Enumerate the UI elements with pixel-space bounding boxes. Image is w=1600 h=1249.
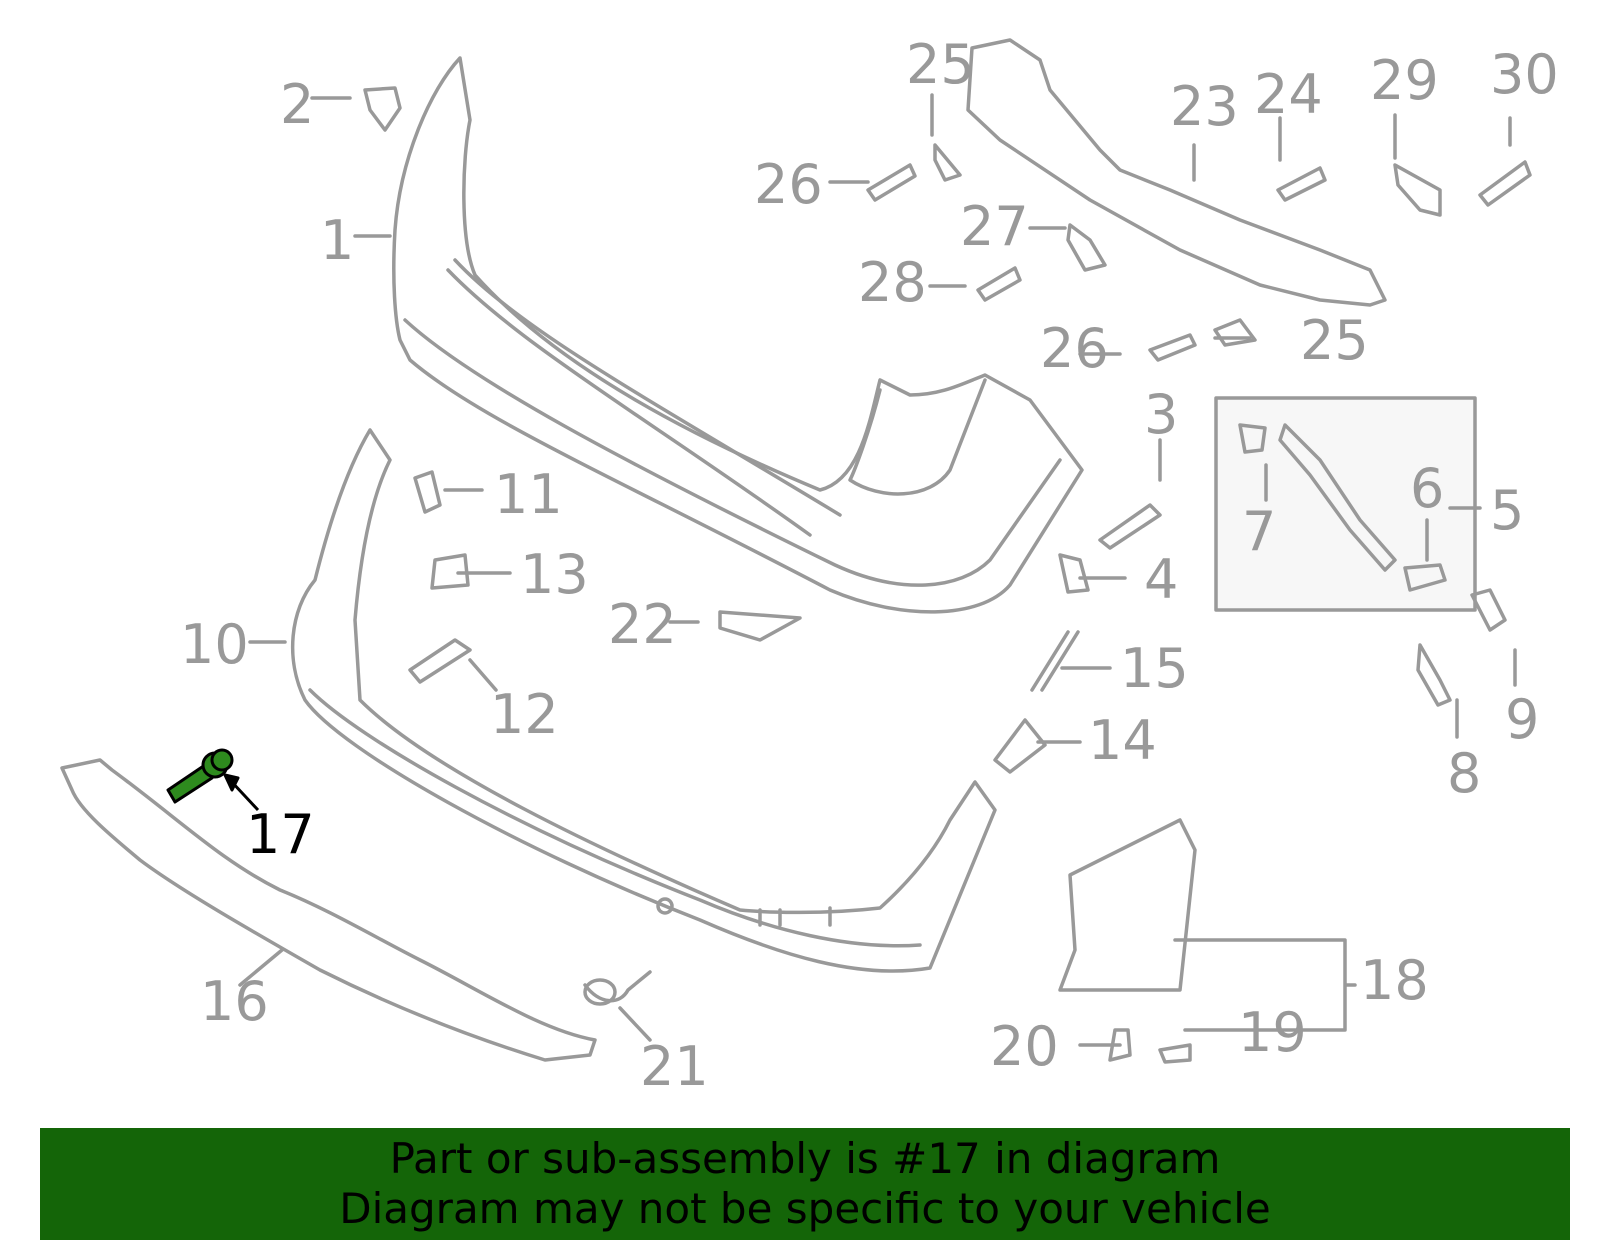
callout-label-23: 23 bbox=[1170, 75, 1239, 138]
callout-label-13: 13 bbox=[520, 543, 589, 606]
callout-label-10: 10 bbox=[180, 613, 249, 676]
callout-label-15: 15 bbox=[1120, 637, 1189, 700]
callout-label-11: 11 bbox=[494, 463, 563, 526]
callout-label-3: 3 bbox=[1144, 383, 1179, 446]
inset-box-part-5 bbox=[1214, 396, 1477, 612]
part-1-bumper-cover bbox=[392, 56, 1084, 614]
callout-label-9: 9 bbox=[1505, 688, 1540, 751]
part-10-lower-bumper bbox=[290, 428, 997, 973]
banner-line-1: Part or sub-assembly is #17 in diagram bbox=[389, 1134, 1221, 1183]
callout-label-19: 19 bbox=[1238, 1001, 1307, 1064]
callout-label-18: 18 bbox=[1360, 949, 1429, 1012]
callout-label-25: 25 bbox=[906, 33, 975, 96]
callout-label-6: 6 bbox=[1410, 457, 1445, 520]
callout-label-30: 30 bbox=[1490, 43, 1559, 106]
callout-label-20: 20 bbox=[990, 1015, 1059, 1078]
callout-label-29: 29 bbox=[1370, 49, 1439, 112]
callout-label-2: 2 bbox=[280, 73, 315, 136]
callout-label-24: 24 bbox=[1254, 63, 1323, 126]
part-16-valance bbox=[60, 758, 597, 1062]
banner-line-2: Diagram may not be specific to your vehi… bbox=[339, 1184, 1271, 1233]
callout-label-8: 8 bbox=[1447, 742, 1482, 805]
info-banner: Part or sub-assembly is #17 in diagram D… bbox=[40, 1128, 1570, 1240]
callout-label-14: 14 bbox=[1088, 709, 1157, 772]
callout-label-27: 27 bbox=[960, 195, 1029, 258]
callout-label-22: 22 bbox=[608, 593, 677, 656]
callout-label-7: 7 bbox=[1242, 500, 1277, 563]
callout-label-1: 1 bbox=[320, 209, 355, 272]
callout-label-5: 5 bbox=[1490, 479, 1525, 542]
callout-label-28: 28 bbox=[858, 251, 927, 314]
callout-label-26: 26 bbox=[754, 153, 823, 216]
callout-label-16: 16 bbox=[200, 970, 269, 1033]
callout-label-25: 25 bbox=[1300, 309, 1369, 372]
callout-label-4: 4 bbox=[1144, 548, 1179, 611]
callout-label-21: 21 bbox=[640, 1035, 709, 1098]
callout-label-17: 17 bbox=[246, 803, 315, 866]
callout-label-12: 12 bbox=[490, 683, 559, 746]
callout-label-26: 26 bbox=[1040, 317, 1109, 380]
part-17-bolt bbox=[166, 748, 260, 812]
part-23-reinforcement bbox=[966, 38, 1387, 307]
